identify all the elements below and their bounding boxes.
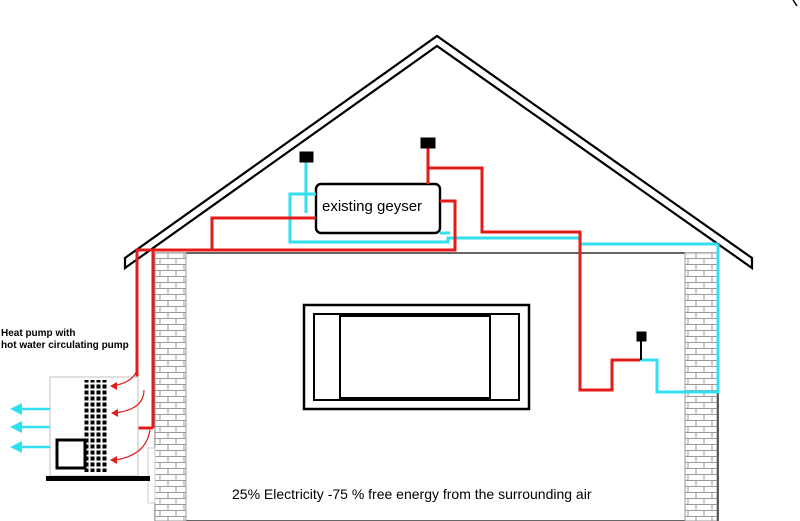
caption: 25% Electricity -75 % free energy from t… — [232, 486, 592, 502]
house-wall — [154, 252, 719, 521]
heat-pump-label-line2: hot water circulating pump — [1, 340, 129, 351]
geyser-tank — [314, 182, 442, 235]
house-roof — [123, 34, 754, 271]
fan-icon — [55, 438, 87, 470]
corner-mark — [792, 0, 798, 7]
cold-air-arrows — [10, 403, 50, 453]
window — [302, 303, 531, 411]
geyser-label: existing geyser — [322, 198, 423, 215]
brick-pillar-left — [154, 252, 187, 521]
brick-pillar-right — [684, 252, 718, 521]
valve-icon — [299, 137, 647, 360]
heat-pump-base — [46, 476, 150, 481]
air-intake-arrows — [110, 362, 151, 464]
heat-pump-label-line1: Heat pump with — [1, 328, 76, 339]
heat-pump-unit — [46, 376, 156, 504]
